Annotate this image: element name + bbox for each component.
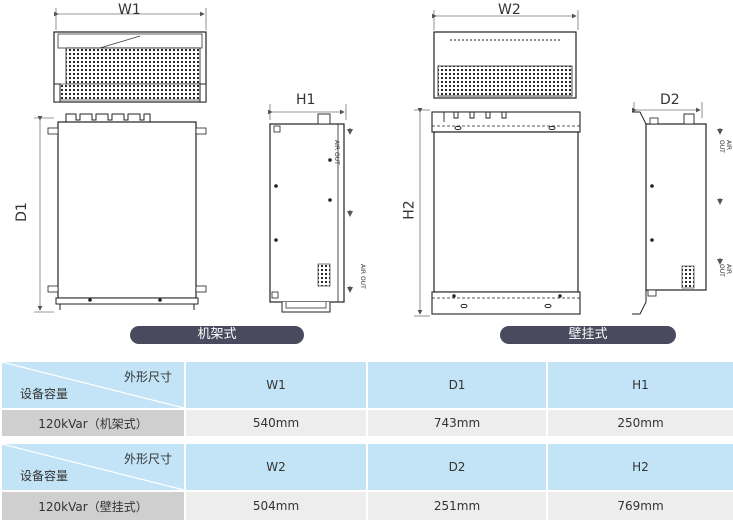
air-out-label-1: AIR OUT xyxy=(333,140,340,165)
corner-capacity-label: 设备容量 xyxy=(20,469,69,483)
w2-label: W2 xyxy=(498,2,521,18)
wall-mount-label: 壁挂式 xyxy=(500,326,676,344)
corner-dimension-label: 外形尺寸 xyxy=(123,452,172,466)
header-d2: D2 xyxy=(368,444,546,490)
h1-dimension-line xyxy=(268,104,347,120)
air-out-label-2: AIR OUT xyxy=(359,264,366,289)
header-w2: W2 xyxy=(186,444,366,490)
wall-front-view xyxy=(433,31,577,99)
wall-elevation-view xyxy=(431,111,581,315)
table-corner-cell-2: 外形尺寸 设备容量 xyxy=(2,444,184,490)
w2-dimension-line xyxy=(432,10,579,30)
row-label-wall: 120kVar（壁挂式） xyxy=(2,492,184,520)
technical-drawing xyxy=(34,8,723,317)
rack-top-view xyxy=(47,113,207,310)
wall-side-view xyxy=(632,111,723,315)
air-out-label-4: AIR OUT xyxy=(718,264,732,277)
value-w1: 540mm xyxy=(186,410,366,436)
header-h1: H1 xyxy=(548,362,733,408)
value-h2: 769mm xyxy=(548,492,733,520)
value-d2: 251mm xyxy=(368,492,546,520)
d1-dimension-line xyxy=(34,116,54,313)
value-h1: 250mm xyxy=(548,410,733,436)
h2-label: H2 xyxy=(401,200,418,220)
header-w1: W1 xyxy=(186,362,366,408)
h2-dimension-line xyxy=(414,108,430,317)
rack-front-view xyxy=(53,31,207,103)
d1-label: D1 xyxy=(13,202,30,222)
rack-mount-label: 机架式 xyxy=(130,326,304,344)
table-corner-cell-1: 外形尺寸 设备容量 xyxy=(2,362,184,408)
w1-dimension-line xyxy=(54,8,207,30)
row-label-rack: 120kVar（机架式） xyxy=(2,410,184,436)
w1-label: W1 xyxy=(118,2,141,18)
header-d1: D1 xyxy=(368,362,546,408)
d2-label: D2 xyxy=(660,92,680,108)
h1-label: H1 xyxy=(296,92,316,108)
air-out-label-3: AIR OUT xyxy=(718,140,732,153)
value-w2: 504mm xyxy=(186,492,366,520)
corner-capacity-label: 设备容量 xyxy=(20,387,69,401)
corner-dimension-label: 外形尺寸 xyxy=(123,370,172,384)
header-h2: H2 xyxy=(548,444,733,490)
value-d1: 743mm xyxy=(368,410,546,436)
rack-side-view xyxy=(269,113,353,313)
